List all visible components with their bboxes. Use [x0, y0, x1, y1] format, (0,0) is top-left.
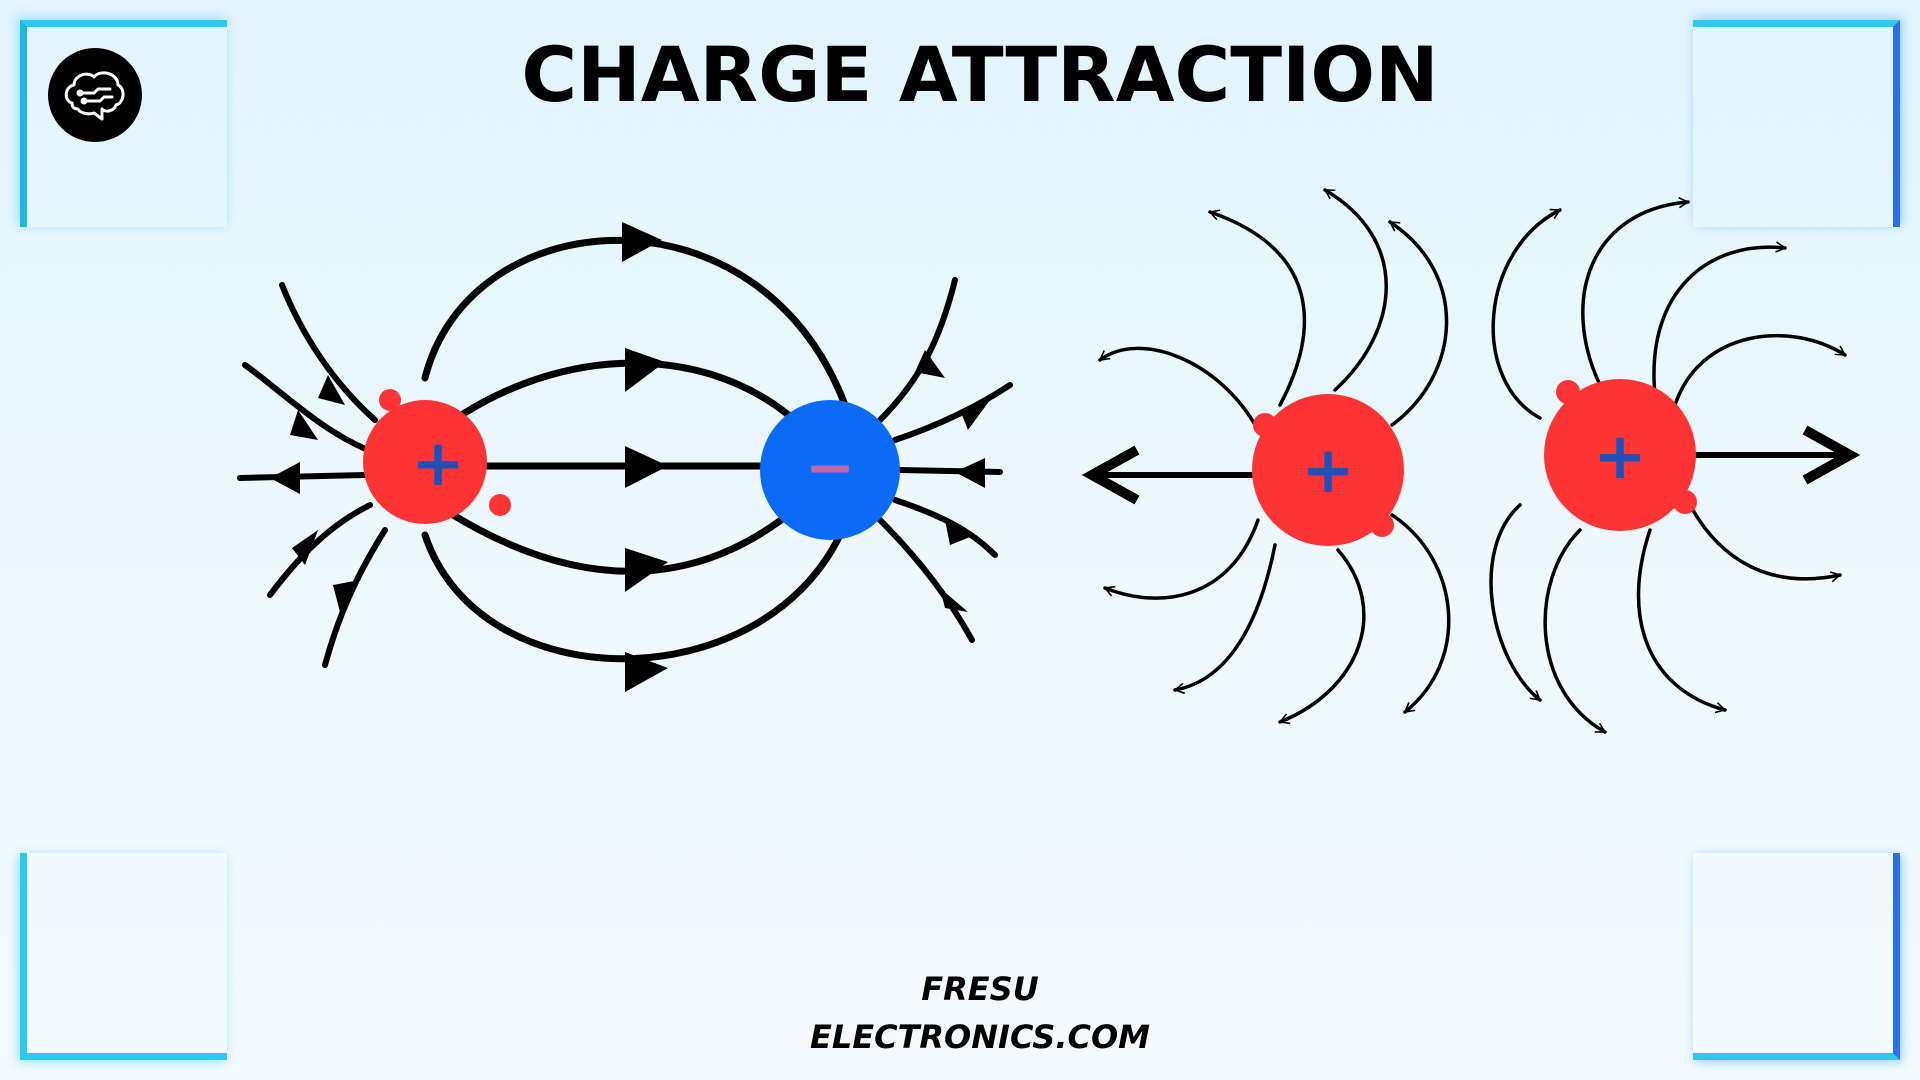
arrowhead: [622, 222, 662, 262]
field-line: [1491, 208, 1562, 420]
field-line: [1543, 528, 1607, 734]
attraction-field-lines: [421, 236, 849, 663]
positive-outward-arrowheads: [270, 375, 360, 612]
field-line: [892, 497, 998, 558]
arrowhead: [270, 462, 300, 494]
attraction-arrowheads: [622, 222, 668, 692]
positive-charge-repulsion-left: +: [1252, 394, 1404, 546]
positive-charge-left: +: [363, 389, 511, 524]
positive-symbol: +: [411, 427, 465, 501]
field-line: [322, 527, 388, 668]
arrowhead: [915, 350, 945, 378]
field-line: [1103, 518, 1260, 600]
corner-frame-bottom-right: [1693, 853, 1900, 1060]
page-title: CHARGE ATTRACTION: [521, 30, 1439, 119]
field-line: [1581, 197, 1690, 387]
field-line: [892, 382, 1013, 443]
arrowhead: [625, 348, 665, 392]
arrowhead: [318, 375, 345, 405]
repulsion-right-field-lines: [1489, 197, 1847, 734]
field-line: [1489, 503, 1542, 702]
arrowhead: [292, 530, 318, 565]
field-line: [421, 531, 844, 663]
field-line: [267, 502, 373, 598]
footer-brand-line1: FRESU: [921, 970, 1039, 1008]
footer-brand-line2: ELECTRONICS.COM: [809, 1018, 1151, 1056]
field-line: [242, 362, 371, 453]
arrowhead: [945, 520, 975, 545]
arrowhead: [625, 652, 668, 692]
field-line: [1390, 513, 1451, 714]
field-line: [1673, 333, 1847, 407]
arrowhead: [940, 588, 968, 612]
arrowhead: [290, 410, 318, 440]
arrowhead: [625, 548, 668, 592]
arrowhead: [960, 400, 990, 430]
arrowhead: [955, 458, 985, 488]
negative-inward-lines: [877, 277, 1013, 643]
corner-frame-top-left: [20, 20, 227, 227]
arrowhead: [333, 580, 360, 612]
field-line: [1098, 346, 1260, 432]
positive-charge-repulsion-right: +: [1544, 379, 1697, 531]
positive-symbol: +: [1593, 420, 1647, 494]
field-line: [1173, 543, 1277, 695]
field-line: [1388, 220, 1449, 427]
corner-frame-top-right: [1693, 20, 1900, 227]
field-line: [1323, 188, 1388, 392]
brain-circuit-icon: [48, 48, 142, 142]
field-line: [1652, 241, 1787, 397]
negative-inward-arrowheads: [915, 350, 990, 612]
field-line: [877, 277, 958, 423]
field-line: [237, 472, 368, 481]
negative-symbol: −: [805, 433, 855, 503]
field-line: [421, 236, 849, 409]
arrowhead: [625, 446, 668, 488]
field-line: [1278, 548, 1366, 725]
field-line: [877, 517, 975, 643]
field-line: [1208, 209, 1307, 407]
corner-frame-bottom-left: [20, 853, 227, 1060]
field-line: [1636, 528, 1727, 714]
positive-symbol: +: [1301, 434, 1355, 508]
field-line: [279, 282, 378, 423]
negative-charge: −: [760, 400, 900, 540]
repulsion-left-field-lines: [1098, 188, 1451, 725]
field-line: [1688, 503, 1842, 583]
positive-outward-lines: [237, 282, 388, 668]
